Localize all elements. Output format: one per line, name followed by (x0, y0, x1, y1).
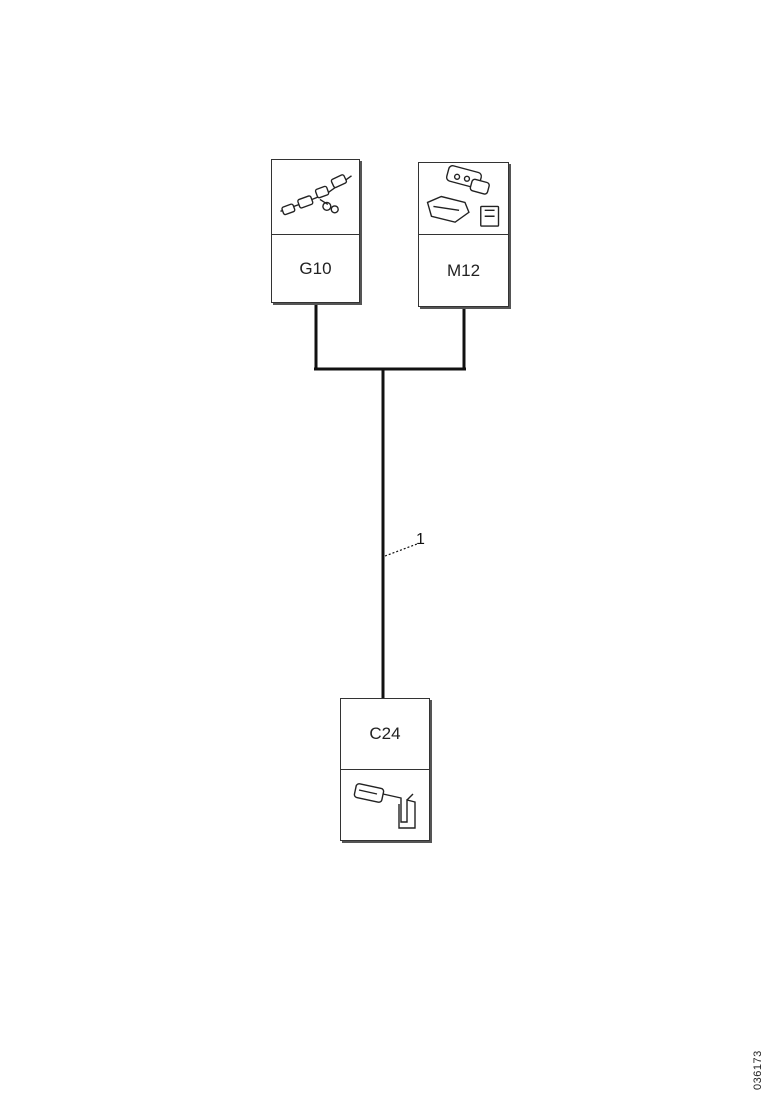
document-number: 036173 (752, 1050, 764, 1090)
wire-callout-label: 1 (416, 531, 425, 548)
component-m12-label: M12 (446, 260, 481, 280)
component-m12-box[interactable]: M12 (418, 162, 509, 307)
control-module-icon (419, 163, 508, 235)
callout-leader (384, 543, 418, 557)
component-g10-box[interactable]: G10 (271, 159, 360, 303)
connector-bracket-icon (341, 770, 429, 840)
ignition-switch-icon (272, 160, 359, 235)
component-g10-label: G10 (299, 258, 332, 278)
component-c24-box[interactable]: C24 (340, 698, 430, 841)
component-c24-label: C24 (341, 699, 429, 770)
